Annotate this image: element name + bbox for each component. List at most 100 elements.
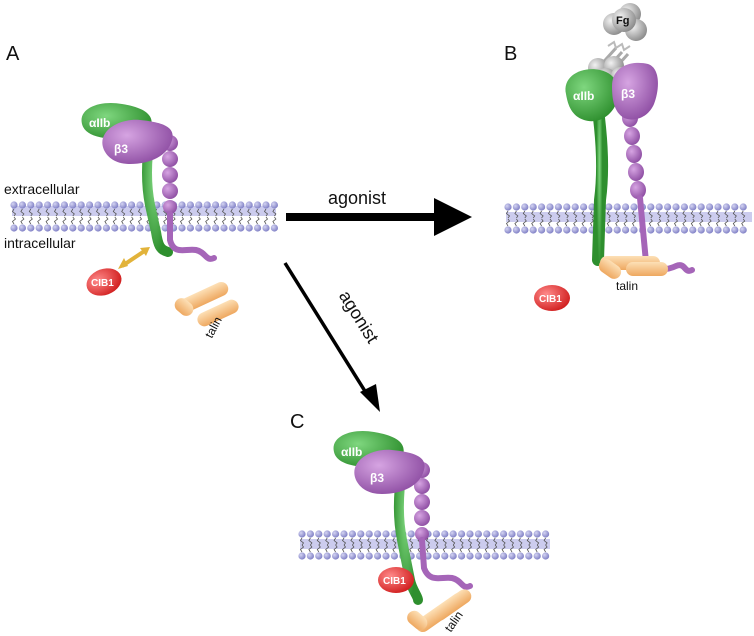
lipid-tail	[70, 208, 75, 217]
lipid-tail	[539, 210, 544, 219]
lipid-tail	[196, 208, 201, 217]
lipid-tail	[230, 208, 235, 217]
lipid-tail	[442, 537, 447, 546]
lipid-head	[516, 552, 525, 560]
lipid-tail	[631, 210, 637, 219]
lipid-tail	[112, 208, 117, 217]
lipid-head	[521, 226, 529, 234]
lipid-head	[697, 226, 705, 234]
lipid-tail	[247, 216, 252, 225]
lipid-tail	[699, 218, 704, 227]
lipid-head	[605, 203, 613, 211]
lipid-head	[613, 203, 621, 211]
lipid-tail	[543, 537, 548, 546]
lipid-head	[262, 201, 270, 209]
lipid-tail	[53, 216, 59, 225]
membrane-c	[298, 530, 550, 560]
lipid-tail	[539, 218, 544, 227]
lipid-head	[203, 224, 211, 232]
arrow-to-c: agonist	[283, 262, 383, 412]
beta3-head-a	[102, 119, 173, 164]
lipid-head	[186, 201, 194, 209]
lipid-head	[500, 530, 508, 538]
lipid-tail	[741, 210, 746, 219]
lipid-head	[432, 552, 440, 560]
lipid-tail	[522, 218, 527, 227]
lipid-head	[228, 201, 236, 209]
lipid-head	[706, 203, 714, 211]
alpha-iib-label-a: αIIb	[89, 116, 110, 130]
alpha-iib-label-c: αIIb	[341, 445, 362, 459]
lipid-head	[689, 203, 697, 211]
lipid-head	[161, 224, 169, 232]
lipid-head	[306, 552, 314, 560]
lipid-tail	[715, 210, 721, 219]
lipid-head	[332, 530, 340, 538]
lipid-tail	[392, 537, 397, 546]
lipid-head	[136, 224, 144, 232]
lipid-tail	[272, 208, 277, 217]
lipid-head	[546, 226, 554, 234]
lipid-tail	[518, 537, 523, 546]
lipid-tail	[493, 537, 498, 546]
lipid-tail	[308, 537, 313, 546]
lipid-head	[714, 226, 722, 234]
lipid-tail	[526, 537, 531, 546]
alpha-iib-stalk-c	[394, 465, 423, 605]
lipid-head	[533, 552, 541, 560]
lipid-head	[365, 552, 373, 560]
interaction-arrow	[118, 247, 150, 269]
lipid-head	[186, 224, 194, 232]
lipid-tail	[505, 210, 511, 219]
alpha-iib-label-b: αIIb	[573, 89, 594, 103]
lipid-head	[449, 530, 457, 538]
lipid-head	[340, 552, 348, 560]
lipid-tail	[358, 537, 363, 546]
lipid-tail	[564, 210, 569, 219]
lipid-head	[521, 203, 529, 211]
lipid-head	[35, 201, 43, 209]
lipid-tail	[95, 208, 101, 217]
lipid-head	[178, 201, 186, 209]
lipid-tail	[589, 210, 595, 219]
lipid-tail	[325, 537, 330, 546]
lipid-head	[504, 203, 512, 211]
lipid-tail	[137, 208, 143, 217]
arrow-to-b: agonist	[286, 188, 472, 236]
lipid-tail	[657, 218, 662, 227]
lipid-tail	[383, 537, 389, 546]
panel-c-letter: C	[290, 411, 304, 433]
lipid-head	[52, 201, 60, 209]
lipid-tail	[221, 216, 227, 225]
lipid-head	[655, 203, 663, 211]
lipid-head	[18, 201, 26, 209]
lipid-head	[563, 226, 571, 234]
lipid-tail	[79, 216, 84, 225]
lipid-tail	[392, 544, 397, 553]
lipid-head	[512, 226, 521, 234]
lipid-tail	[690, 218, 695, 227]
lipid-head	[500, 552, 508, 560]
lipid-tail	[581, 210, 586, 219]
lipid-tail	[564, 218, 569, 227]
lipid-head	[228, 224, 236, 232]
lipid-tail	[699, 210, 704, 219]
lipid-head	[323, 552, 331, 560]
lipid-head	[722, 226, 731, 234]
lipid-head	[262, 224, 270, 232]
lipid-head	[86, 201, 94, 209]
lipid-tail	[589, 218, 595, 227]
lipid-tail	[11, 216, 17, 225]
lipid-tail	[179, 216, 185, 225]
lipid-tail	[732, 218, 737, 227]
arrow-to-c-label: agonist	[335, 287, 383, 347]
lipid-head	[525, 552, 533, 560]
lipid-head	[128, 224, 136, 232]
lipid-tail	[707, 210, 712, 219]
lipid-head	[306, 530, 314, 538]
lipid-head	[178, 224, 186, 232]
lipid-head	[195, 201, 203, 209]
lipid-tail	[188, 208, 193, 217]
lipid-tail	[20, 208, 25, 217]
membrane-c-beads	[298, 530, 550, 560]
